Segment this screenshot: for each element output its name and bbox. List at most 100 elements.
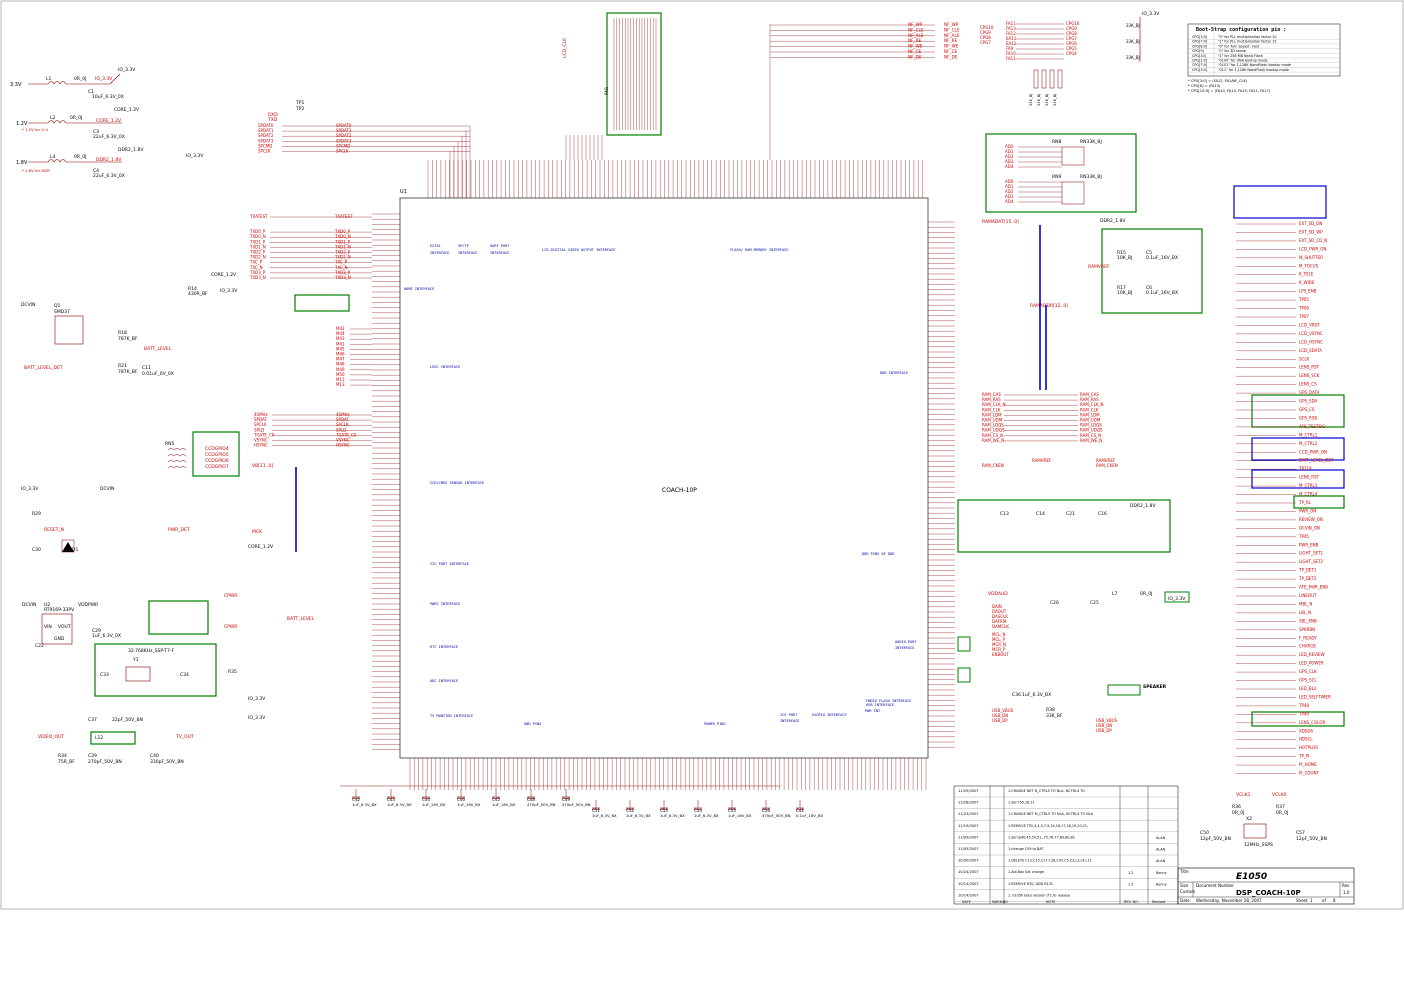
sheet-value: 1 (1310, 898, 1313, 903)
right-signal: LED_POWER (1299, 661, 1324, 666)
mic-net: MCL_P (992, 637, 1005, 642)
cap-value: 1uF_6.3V_BX (660, 813, 685, 818)
svg-text:Boot-Strap configuration pin :: Boot-Strap configuration pin : (1196, 27, 1286, 33)
right-box-2 (1251, 394, 1345, 428)
svg-text:IO_3.3V: IO_3.3V (248, 715, 266, 721)
tx-net: TXC_N (334, 265, 348, 270)
spdat-net: SPCMD (336, 143, 350, 148)
svg-text:RAMVREF: RAMVREF (1088, 264, 1110, 270)
spdat-net: SPCLK (336, 149, 349, 154)
right-signal: GPS_CLK (1299, 669, 1317, 674)
ad-net: AD3 (1005, 194, 1014, 199)
svg-text:12pF_50V_BN: 12pF_50V_BN (1296, 836, 1327, 842)
ccd-net: VSYNC (336, 438, 350, 443)
svg-text:10K_BJ: 10K_BJ (1117, 255, 1132, 261)
ram-net: RAM_CAS (1080, 392, 1099, 397)
svg-text:INTERFACE: INTERFACE (458, 251, 477, 255)
right-signal: LINEOUT (1299, 593, 1317, 598)
svg-text:R18: R18 (118, 330, 127, 336)
svg-text:C29: C29 (92, 628, 101, 634)
svg-text:RN8: RN8 (1052, 139, 1061, 145)
svg-text:VCLK1: VCLK1 (1236, 792, 1251, 798)
mic-net: MCR_P (992, 647, 1006, 652)
boot-pin: CPG[3:0] (1192, 35, 1208, 39)
gpio-net-label: CPG10 (1066, 21, 1080, 26)
dac-net: DAFRM (992, 619, 1007, 624)
chip-part: COACH-10P (662, 487, 697, 494)
of-value: 8 (1333, 898, 1336, 903)
ram-net: RAM_CKEN (982, 463, 1004, 468)
mic-net: MCR_N (992, 642, 1006, 647)
right-signal: HDSCL (1299, 737, 1313, 742)
svg-text:C3: C3 (93, 129, 99, 135)
sheet-label: Sheet (1296, 898, 1308, 903)
svg-text:RN5: RN5 (165, 441, 174, 447)
sensor-net: M11 (336, 377, 345, 382)
usb-net: USB_VBUS (1096, 718, 1118, 723)
right-signal: LCD_SDATA (1299, 348, 1322, 353)
right-signal: TP07 (1298, 314, 1309, 319)
svg-text:C39: C39 (88, 753, 97, 759)
svg-text:0.1uF_16V_BX: 0.1uF_16V_BX (1146, 255, 1178, 261)
nand-net-label: NF_WE (944, 44, 959, 49)
svg-text:CORE_1.2V: CORE_1.2V (96, 118, 122, 124)
right-signal: PI_HOME (1299, 762, 1317, 767)
boot-desc: "1" for 256 MB Nand Flash (1218, 54, 1263, 58)
ram-net: RAM_CLK_N (1080, 402, 1103, 407)
tx-net: TXC_P (249, 260, 263, 265)
right-signal: EXT_SD_WP (1299, 229, 1323, 234)
right-signal: EXT_SD_CD_N (1299, 238, 1327, 243)
size-label: Size (1180, 883, 1189, 888)
svg-text:C37: C37 (88, 717, 97, 723)
svg-text:1uF_6.3V_BX: 1uF_6.3V_BX (1022, 692, 1051, 698)
mic-net: MCL_N (992, 632, 1005, 637)
svg-text:MCK: MCK (252, 529, 263, 535)
svg-text:RAMADAT[15..0]: RAMADAT[15..0] (982, 219, 1019, 225)
tx-net: TXD3_P (334, 270, 351, 275)
svg-text:CCDGPIO4: CCDGPIO4 (205, 446, 229, 452)
svg-text:VCLK0: VCLK0 (1272, 792, 1287, 798)
right-signal: GPS_SDA (1299, 399, 1318, 404)
cap-ref: C54 (694, 808, 702, 813)
right-signal: SCLK (1299, 356, 1310, 361)
svg-text:X2: X2 (1246, 816, 1252, 822)
svg-text:USB INTERFACE: USB INTERFACE (866, 703, 894, 707)
ram-net: RAM_LDM (982, 412, 1002, 417)
spdat-net: SPDAT0 (336, 123, 352, 128)
ram-net: RAM_WE_N (1080, 438, 1102, 443)
gpio-net-label: EA12 (1006, 41, 1017, 46)
right-signal: TP49 (1298, 711, 1309, 716)
power-rails: 3.3V L1 0R_0J IO_3.3V IO_3.3V C1 10uF_6.… (10, 67, 144, 179)
boot-desc: "0101" for 1,128K NandFlash bootup mode (1218, 63, 1291, 67)
ram-net: RAM_LDM (1080, 412, 1100, 417)
right-signal: LPS_ENB (1299, 289, 1317, 294)
svg-text:DCVIN: DCVIN (100, 486, 114, 492)
svg-text:IO_3.3V: IO_3.3V (248, 696, 266, 702)
boot-note: * CPG[15:9] = (FA10, FA13, FA19, FA21, F… (1188, 89, 1271, 93)
spdat-net: SPDAT1 (336, 128, 352, 133)
ddr-bus: RAMADAT[15..0] RAMADDR[12..0] (982, 219, 1068, 390)
cap-value: 1uF_6.3V_BX (626, 813, 651, 818)
cap-value: 1uF_6.3V_BX (352, 802, 377, 807)
nand-net-label: NF_WP (944, 22, 959, 27)
svg-text:0R_0J: 0R_0J (1276, 810, 1288, 816)
main-chip-body (399, 197, 929, 759)
right-signal: GPS_SCL (1299, 678, 1317, 683)
cap-ref: C48 (527, 797, 535, 802)
right-signal: M_SHUTTER (1299, 255, 1323, 260)
ram-net: RAM_WE_N (982, 438, 1004, 443)
audio-small-box (957, 636, 971, 652)
svg-text:R17: R17 (1117, 285, 1126, 291)
usb-crystal: VCLK1 VCLK0 R36 0R_0J R37 0R_0J X2 12MHz… (1200, 792, 1327, 848)
sensor-net: M42 (336, 326, 345, 331)
right-signal: SPKRBN (1299, 627, 1315, 632)
svg-text:CPWR: CPWR (224, 624, 237, 630)
ad-net: AD4 (1005, 199, 1014, 204)
svg-text:DDR2_1.8V: DDR2_1.8V (118, 147, 144, 153)
svg-text:RN33K_BJ: RN33K_BJ (1080, 174, 1102, 180)
svg-text:C14: C14 (1036, 511, 1045, 517)
right-signal: TP06 (1298, 306, 1309, 311)
tx-net: TXD2_P (334, 250, 351, 255)
svg-text:R21: R21 (118, 363, 127, 369)
